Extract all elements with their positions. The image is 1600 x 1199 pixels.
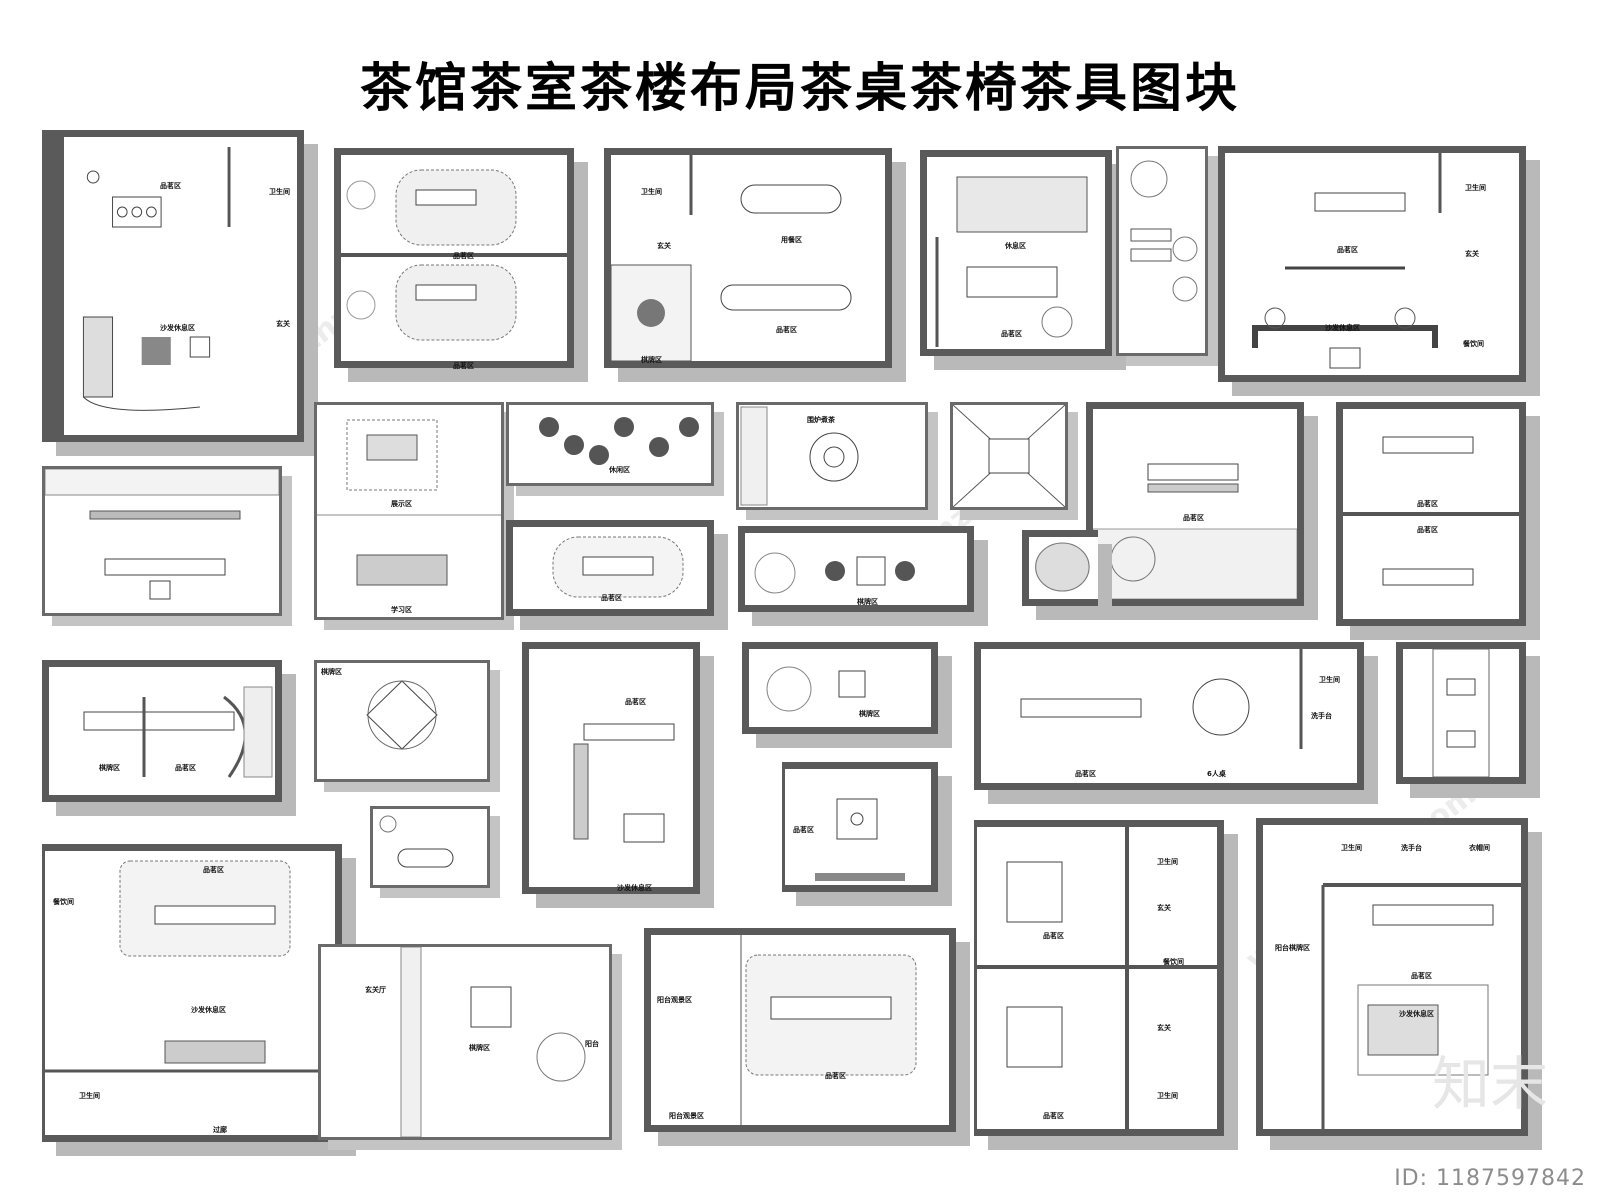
floor-plan-18: 棋牌区 <box>314 660 490 782</box>
area-label: 玄关 <box>1157 1024 1171 1032</box>
floor-plan-26: 玄关厅 棋牌区 阳台 <box>318 944 612 1140</box>
floor-plan-7 <box>42 466 282 616</box>
floor-plan-25: 品茗区 餐饮间 沙发休息区 卫生间 过廊 <box>42 844 342 1142</box>
area-label: 卫生间 <box>1341 844 1362 852</box>
area-label: 品茗区 <box>1417 526 1438 534</box>
area-label: 展示区 <box>391 500 412 508</box>
area-label: 过廊 <box>213 1126 227 1134</box>
floor-plan-11: 围炉煮茶 <box>736 402 928 510</box>
area-label: 品茗区 <box>1337 246 1358 254</box>
area-label: 玄关 <box>657 242 671 250</box>
area-label: 棋牌区 <box>857 598 878 606</box>
area-label: 品茗区 <box>453 252 474 260</box>
area-label: 6人桌 <box>1207 770 1226 778</box>
page-title: 茶馆茶室茶楼布局茶桌茶椅茶具图块 <box>359 59 1240 119</box>
floor-plan-17: 棋牌区 品茗区 <box>42 660 282 802</box>
floor-plan-1: 品茗区 卫生间 沙发休息区 玄关 <box>42 130 304 442</box>
floor-plan-4: 休息区 品茗区 <box>920 150 1112 356</box>
floor-plan-28: 品茗区 卫生间 玄关 餐饮间 玄关 品茗区 卫生间 <box>974 820 1224 1136</box>
area-label: 卫生间 <box>1157 858 1178 866</box>
area-label: 沙发休息区 <box>1325 324 1360 332</box>
area-label: 休息区 <box>1005 242 1026 250</box>
area-label: 品茗区 <box>203 866 224 874</box>
area-label: 卫生间 <box>641 188 662 196</box>
area-label: 洗手台 <box>1311 712 1332 720</box>
area-label: 棋牌区 <box>641 356 662 364</box>
area-label: 学习区 <box>391 606 412 614</box>
brand-mark: 知末 <box>1431 1050 1548 1118</box>
area-label: 玄关厅 <box>365 986 386 994</box>
area-label: 棋牌区 <box>469 1044 490 1052</box>
area-label: 品茗区 <box>1075 770 1096 778</box>
area-label: 阳台 <box>585 1040 599 1048</box>
floor-plan-9: 休闲区 <box>506 402 714 486</box>
floor-plan-15 <box>1022 530 1098 606</box>
area-label: 围炉煮茶 <box>807 416 835 424</box>
floor-plan-22: 品茗区 <box>782 762 938 892</box>
area-label: 沙发休息区 <box>191 1006 226 1014</box>
floor-plan-10: 品茗区 <box>506 520 714 616</box>
area-label: 卫生间 <box>79 1092 100 1100</box>
area-label: 玄关 <box>276 320 290 328</box>
floor-plan-19 <box>370 806 490 888</box>
area-label: 棋牌区 <box>99 764 120 772</box>
area-label: 卫生间 <box>1465 184 1486 192</box>
area-label: 品茗区 <box>601 594 622 602</box>
area-label: 棋牌区 <box>859 710 880 718</box>
floor-plan-21: 棋牌区 <box>742 642 938 734</box>
area-label: 品茗区 <box>160 182 181 190</box>
floor-plan-29: 卫生间 洗手台 衣帽间 阳台棋牌区 品茗区 沙发休息区 <box>1256 818 1528 1136</box>
floor-plan-3: 卫生间 用餐区 玄关 品茗区 棋牌区 <box>604 148 892 368</box>
image-id-label: ID: 1187597842 <box>1394 1166 1586 1191</box>
floor-plan-12 <box>950 402 1068 510</box>
area-label: 品茗区 <box>453 362 474 370</box>
area-label: 品茗区 <box>625 698 646 706</box>
area-label: 卫生间 <box>269 188 290 196</box>
area-label: 休闲区 <box>609 466 630 474</box>
area-label: 品茗区 <box>825 1072 846 1080</box>
area-label: 玄关 <box>1157 904 1171 912</box>
area-label: 卫生间 <box>1157 1092 1178 1100</box>
area-label: 卫生间 <box>1319 676 1340 684</box>
floor-plan-16: 品茗区 品茗区 <box>1336 402 1526 626</box>
floor-plan-8: 展示区 学习区 <box>314 402 504 620</box>
area-label: 品茗区 <box>1043 932 1064 940</box>
area-label: 衣帽间 <box>1469 844 1490 852</box>
area-label: 品茗区 <box>1417 500 1438 508</box>
area-label: 阳台棋牌区 <box>1275 944 1310 952</box>
floor-plan-27: 阳台观景区 阳台观景区 品茗区 <box>644 928 956 1132</box>
area-label: 棋牌区 <box>321 668 342 676</box>
area-label: 阳台观景区 <box>669 1112 704 1120</box>
floor-plan-5 <box>1116 146 1208 356</box>
area-label: 沙发休息区 <box>617 884 652 892</box>
area-label: 品茗区 <box>1183 514 1204 522</box>
area-label: 餐饮间 <box>1463 340 1484 348</box>
area-label: 品茗区 <box>776 326 797 334</box>
floor-plan-2: 品茗区 品茗区 <box>334 148 574 370</box>
area-label: 洗手台 <box>1401 844 1422 852</box>
area-label: 玄关 <box>1465 250 1479 258</box>
area-label: 餐饮间 <box>53 898 74 906</box>
floor-plan-20: 品茗区 沙发休息区 <box>522 642 700 894</box>
floor-plan-23: 品茗区 6人桌 卫生间 洗手台 <box>974 642 1364 790</box>
area-label: 品茗区 <box>1411 972 1432 980</box>
floor-plan-24 <box>1396 642 1526 784</box>
area-label: 品茗区 <box>793 826 814 834</box>
floor-plan-13: 棋牌区 <box>738 526 974 612</box>
area-label: 品茗区 <box>1001 330 1022 338</box>
area-label: 沙发休息区 <box>1399 1010 1434 1018</box>
area-label: 餐饮间 <box>1163 958 1184 966</box>
floor-plan-14: 品茗区 <box>1086 402 1304 606</box>
area-label: 品茗区 <box>1043 1112 1064 1120</box>
area-label: 用餐区 <box>781 236 802 244</box>
area-label: 阳台观景区 <box>657 996 692 1004</box>
area-label: 品茗区 <box>175 764 196 772</box>
area-label: 沙发休息区 <box>160 324 195 332</box>
floor-plan-6: 品茗区 卫生间 玄关 沙发休息区 餐饮间 <box>1218 146 1526 382</box>
